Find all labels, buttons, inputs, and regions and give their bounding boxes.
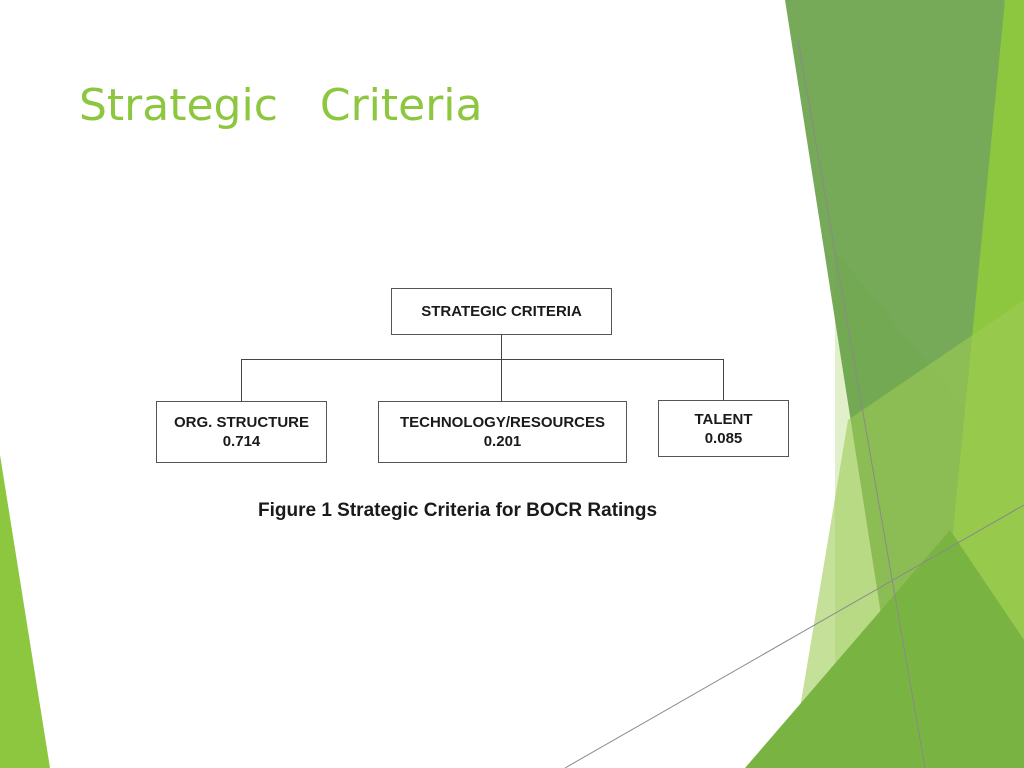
node-label: TALENT — [694, 410, 753, 428]
figure-caption: Figure 1 Strategic Criteria for BOCR Rat… — [258, 500, 658, 521]
root-node-label: STRATEGIC CRITERIA — [421, 303, 582, 320]
node-weight: 0.201 — [483, 433, 522, 450]
slide-title: Strategic Criteria — [79, 80, 483, 131]
node-org-structure: ORG. STRUCTURE 0.714 — [156, 401, 327, 463]
connector-horizontal — [241, 359, 724, 360]
node-label: ORG. STRUCTURE — [174, 414, 309, 431]
node-label: TECHNOLOGY/RESOURCES — [399, 414, 606, 431]
node-weight: 0.714 — [222, 433, 261, 450]
connector-to-org-structure — [241, 359, 242, 401]
thin-line-1 — [797, 39, 926, 768]
root-node-strategic-criteria: STRATEGIC CRITERIA — [391, 288, 612, 335]
node-talent: TALENT 0.085 — [658, 400, 789, 457]
connector-to-talent — [723, 359, 724, 401]
bottom-triangle-shape — [745, 530, 1024, 768]
thin-line-2 — [564, 504, 1024, 768]
node-technology-resources: TECHNOLOGY/RESOURCES 0.201 — [378, 401, 627, 463]
left-accent-shape — [0, 455, 50, 768]
connector-to-technology — [501, 359, 502, 401]
node-weight: 0.085 — [704, 429, 743, 447]
connector-root-down — [501, 335, 502, 359]
